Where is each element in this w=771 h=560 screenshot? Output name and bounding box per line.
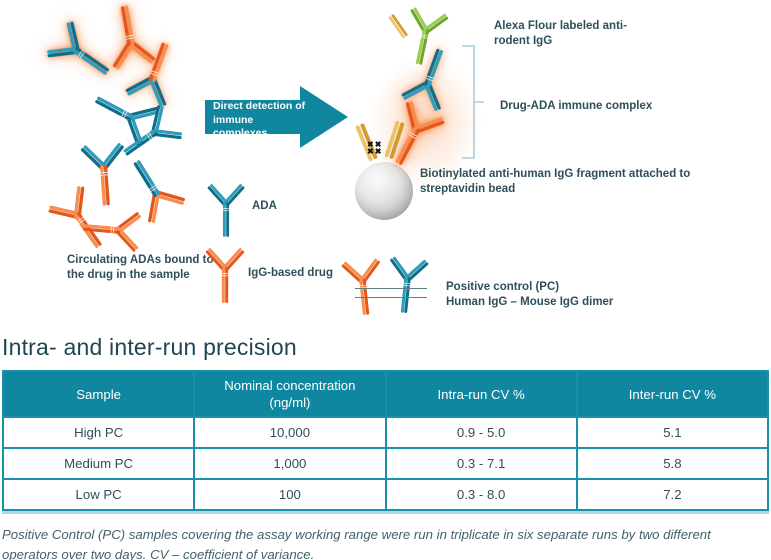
antibody-igg-drug (205, 247, 245, 303)
complex-label: Drug-ADA immune complex (500, 100, 653, 112)
footnote: Positive Control (PC) samples covering t… (2, 527, 711, 560)
cell-sample: Low PC (1, 478, 196, 512)
cell-inter-cv: 5.8 (575, 447, 770, 481)
dimer-link-lines (355, 288, 427, 298)
section-title: Intra- and inter-run precision (2, 334, 297, 360)
bead-label: Biotinylated anti-human IgG fragment att… (420, 168, 691, 196)
antibody-ada (207, 183, 245, 237)
cell-intra-cv: 0.3 - 7.1 (384, 447, 578, 481)
antibody-pc-mouse (384, 255, 430, 315)
header-inter-run-cv: Inter-run CV % (575, 369, 770, 419)
cell-intra-cv: 0.9 - 5.0 (384, 416, 578, 450)
precision-table: Sample Nominal concentration (ng/ml) Int… (1, 369, 770, 512)
header-nominal-concentration: Nominal concentration (ng/ml) (193, 369, 387, 419)
alexa-label: Alexa Flour labeled anti-rodent IgG (494, 20, 627, 48)
cell-inter-cv: 5.1 (575, 416, 770, 450)
table-row: Low PC 100 0.3 - 8.0 7.2 (1, 478, 770, 512)
cell-sample: Medium PC (1, 447, 196, 481)
circulating-adas-caption: Circulating ADAs bound to the drug in th… (67, 254, 214, 282)
complex-bracket (462, 45, 484, 159)
table-row: High PC 10,000 0.9 - 5.0 5.1 (1, 416, 770, 450)
biotin-icon: ✖✖ ✖✖ (367, 140, 383, 156)
cell-nominal: 1,000 (193, 447, 387, 481)
table-header-row: Sample Nominal concentration (ng/ml) Int… (1, 369, 770, 419)
arrow-label: Direct detection of immune complexes (213, 100, 306, 140)
cell-inter-cv: 7.2 (575, 478, 770, 512)
streptavidin-bead (355, 162, 413, 220)
ada-label: ADA (252, 200, 277, 212)
cell-nominal: 10,000 (193, 416, 387, 450)
positive-control-label-line2: Human IgG – Mouse IgG dimer (446, 296, 614, 309)
header-intra-run-cv: Intra-run CV % (384, 369, 578, 419)
antibody-orange-cluster-3 (81, 207, 142, 253)
direct-detection-arrow (205, 86, 348, 148)
table-row: Medium PC 1,000 0.3 - 7.1 5.8 (1, 447, 770, 481)
igg-drug-label: IgG-based drug (248, 267, 333, 279)
assay-diagram: Circulating ADAs bound to the drug in th… (43, 2, 691, 317)
cell-sample: High PC (1, 416, 196, 450)
header-sample: Sample (1, 369, 196, 419)
cell-nominal: 100 (193, 478, 387, 512)
cell-intra-cv: 0.3 - 8.0 (384, 478, 578, 512)
positive-control-label: Positive control (PC) Human IgG – Mouse … (446, 280, 676, 311)
positive-control-label-line1: Positive control (PC) (446, 281, 560, 293)
